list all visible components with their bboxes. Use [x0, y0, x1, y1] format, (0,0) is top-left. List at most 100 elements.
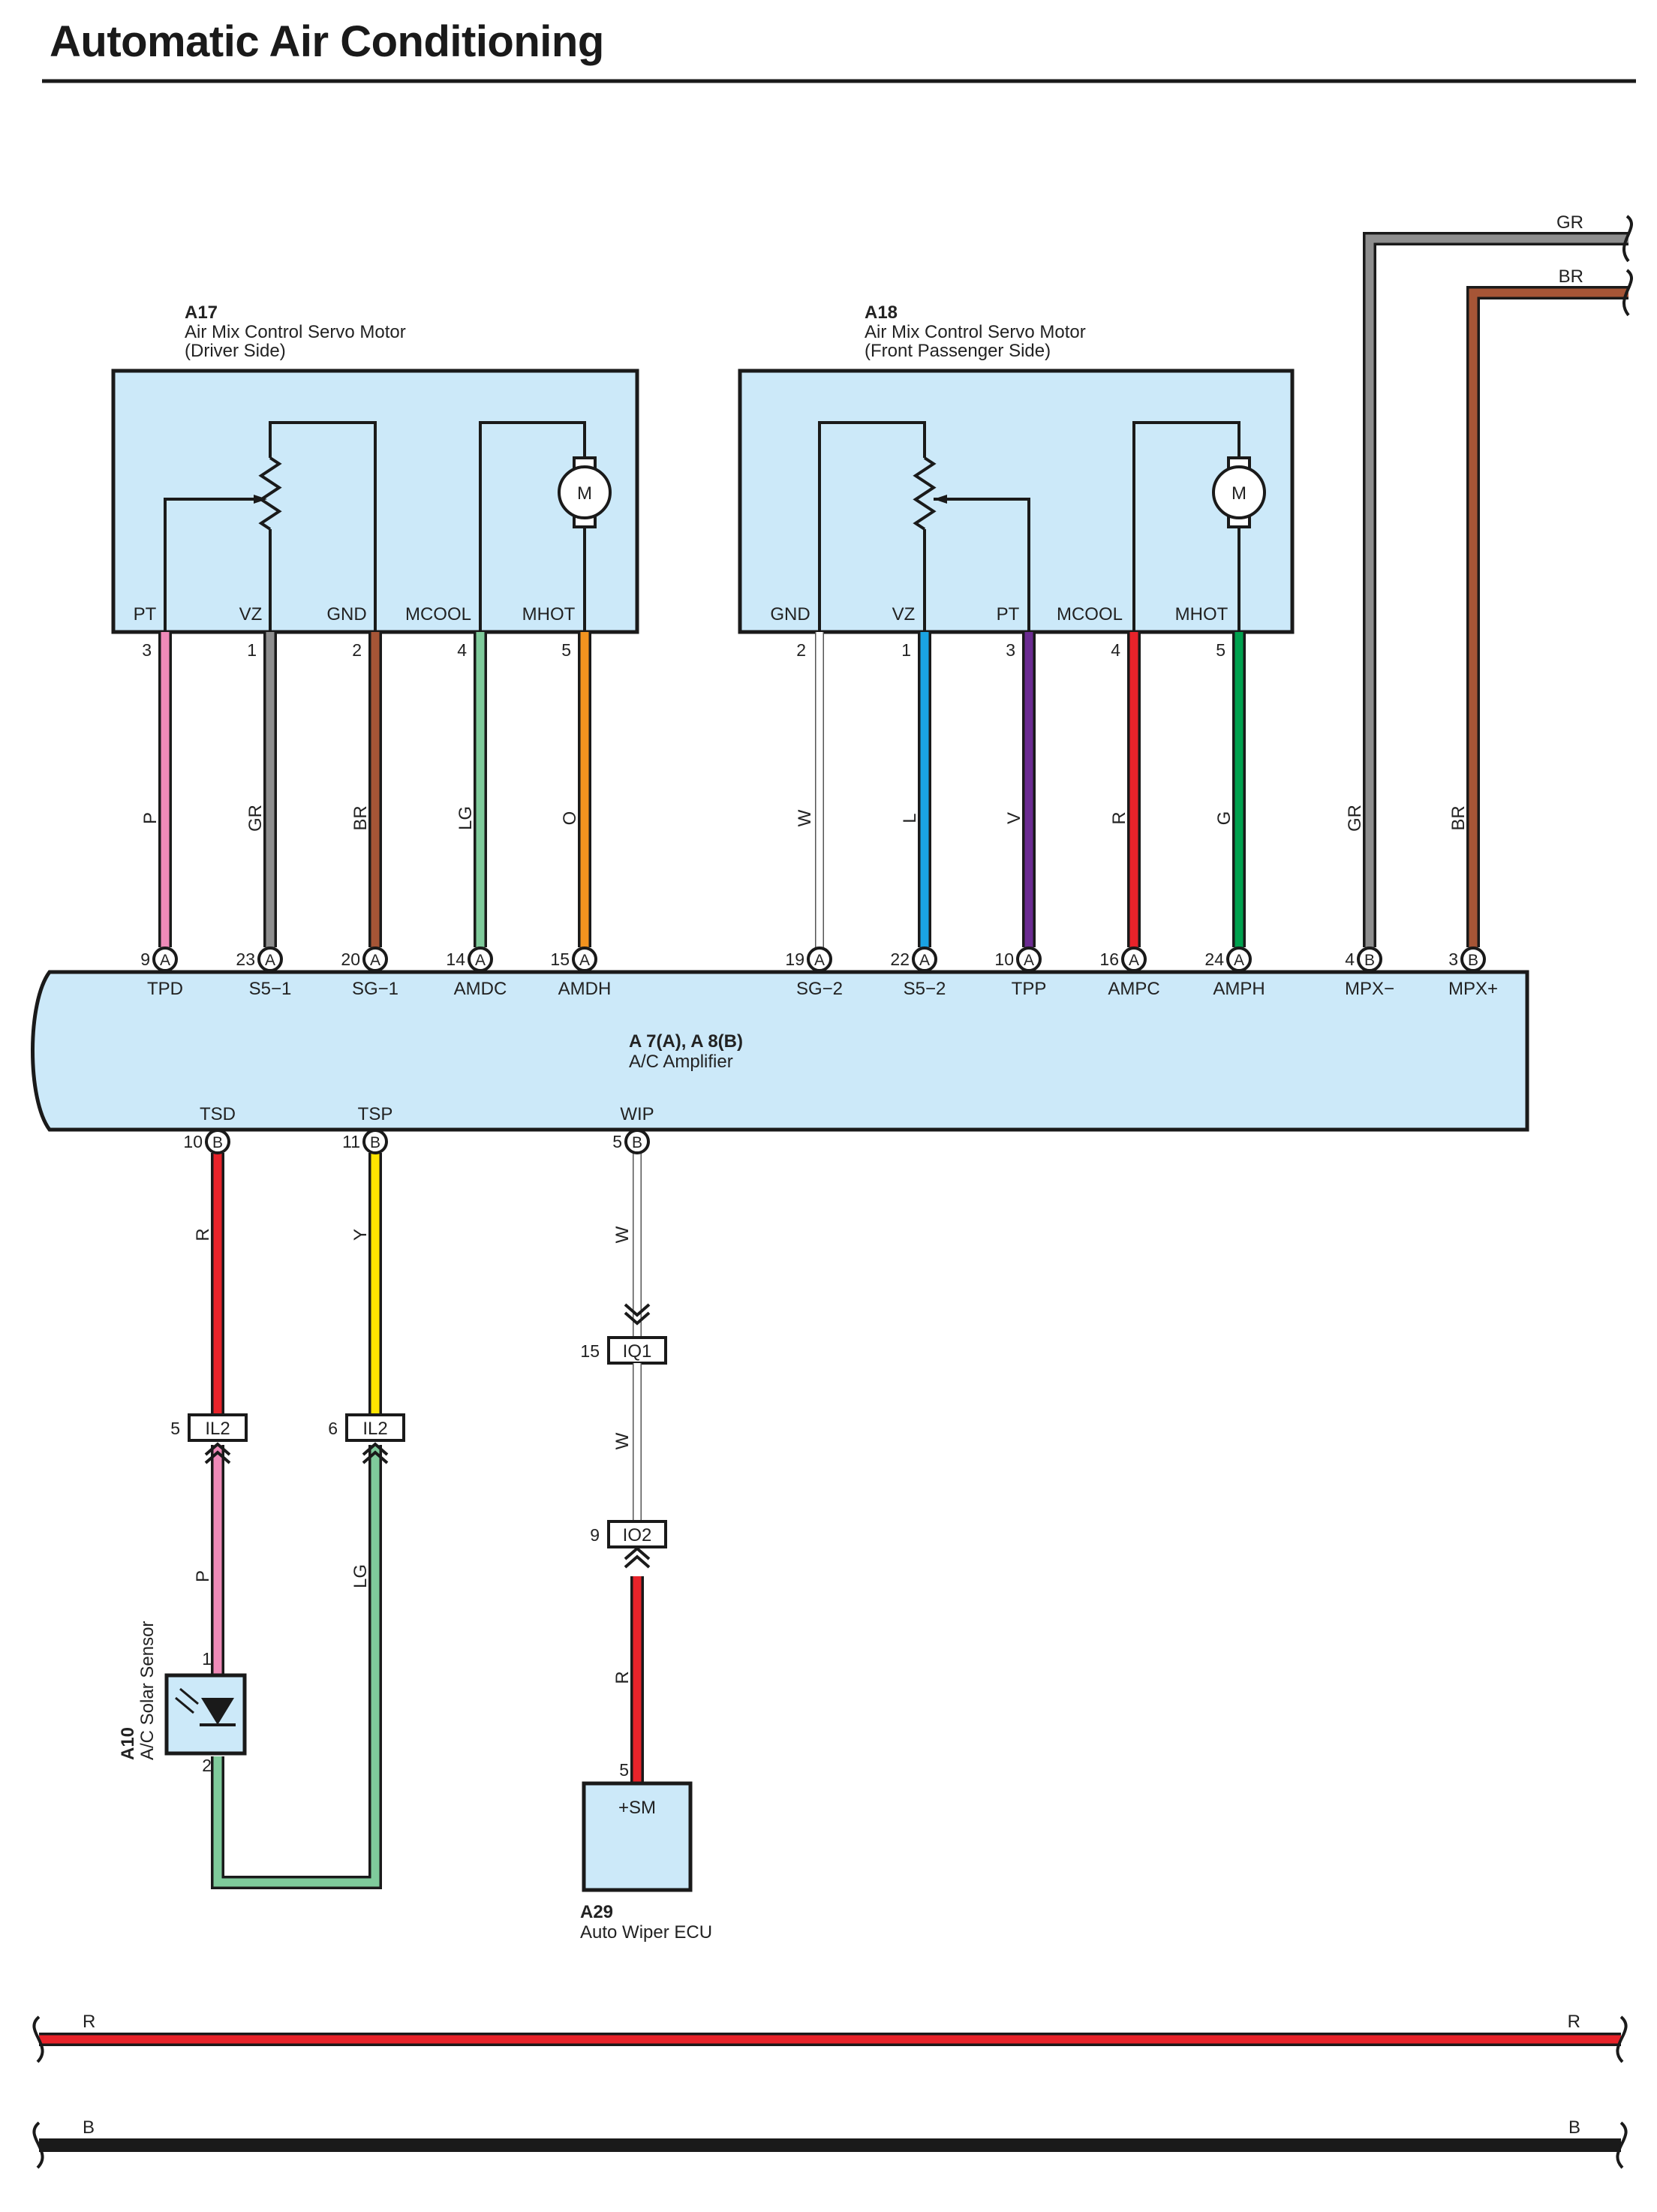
- amp-bottom-term-2: WIP: [620, 1104, 654, 1124]
- amp-term-3: AMDC: [454, 979, 507, 999]
- amp-top-conn-9-letter: A: [1234, 952, 1244, 969]
- a18-term-4: MHOT: [1175, 604, 1228, 624]
- a18-potentiometer: [913, 456, 937, 531]
- junction-il2-6-pin: 6: [328, 1419, 338, 1438]
- amp-bottom-conn-0-letter: B: [212, 1134, 223, 1151]
- break-mark-mpx-1: [1622, 269, 1633, 317]
- a17-pin-3: 4: [457, 640, 467, 660]
- wire-mpx-minus: [1365, 234, 1628, 947]
- a29-id: A29: [580, 1902, 613, 1922]
- wire-code-top-11: BR: [1448, 805, 1469, 830]
- junction-io2-pin: 9: [590, 1525, 600, 1545]
- wire-code-top-1: GR: [245, 805, 266, 832]
- amp-bottom-term-1: TSP: [358, 1104, 393, 1124]
- a17-potentiometer: [258, 456, 282, 531]
- a18-pin-0: 2: [796, 640, 806, 660]
- wire-code-tsd-lower: P: [193, 1570, 213, 1582]
- wire-code-wip-upper: W: [612, 1226, 633, 1243]
- mpx-feed-label-0: GR: [1556, 212, 1583, 233]
- a18-pin-4: 5: [1216, 640, 1225, 660]
- wire-code-tsd-upper: R: [193, 1228, 213, 1241]
- wire-code-top-0: P: [140, 812, 161, 824]
- amp-top-conn-11-letter: B: [1468, 952, 1478, 969]
- amp-term-2: SG−1: [352, 979, 398, 999]
- wire-tsp-lower: [213, 1445, 380, 1887]
- a18-term-0: GND: [770, 604, 810, 624]
- amp-top-pin-0: 9: [140, 950, 150, 969]
- amp-top-pin-9: 24: [1204, 950, 1224, 969]
- a29-name: Auto Wiper ECU: [580, 1922, 712, 1943]
- amp-bottom-conn-1: [362, 1129, 388, 1154]
- amp-term-5: SG−2: [796, 979, 843, 999]
- junction-io2-label: IO2: [623, 1525, 652, 1545]
- a17-motor-icon-label: M: [577, 483, 592, 504]
- amp-top-conn-5: [807, 946, 832, 972]
- amp-term-11: MPX+: [1448, 979, 1498, 999]
- a10-name: A/C Solar Sensor: [137, 1621, 158, 1760]
- a10-pin-bottom: 2: [202, 1756, 212, 1775]
- amp-top-conn-4: [572, 946, 597, 972]
- chevron-il2-6-a: [362, 1450, 389, 1464]
- amp-top-pin-3: 14: [446, 950, 465, 969]
- amp-top-conn-7-letter: A: [1024, 952, 1034, 969]
- amp-term-7: TPP: [1012, 979, 1047, 999]
- a18-pin-2: 3: [1006, 640, 1015, 660]
- wire-code-top-4: O: [560, 811, 580, 826]
- wire-code-top-3: LG: [456, 806, 476, 830]
- amplifier-name: A/C Amplifier: [629, 1052, 733, 1072]
- amp-term-8: AMPC: [1108, 979, 1159, 999]
- a17-id: A17: [185, 302, 218, 323]
- a17-note: (Driver Side): [185, 341, 286, 361]
- wire-code-tsp-lower: LG: [350, 1564, 371, 1588]
- wire-tsp-lower-edge: [211, 1445, 382, 1889]
- a18-name: Air Mix Control Servo Motor: [865, 322, 1086, 342]
- junction-il2-5-label: IL2: [205, 1419, 230, 1439]
- a18-mcool-trace: [1132, 421, 1240, 632]
- amp-term-0: TPD: [147, 979, 183, 999]
- amp-top-conn-3-letter: A: [475, 952, 486, 969]
- amp-bottom-term-0: TSD: [200, 1104, 236, 1124]
- amp-term-10: MPX−: [1345, 979, 1394, 999]
- junction-il2-5-pin: 5: [170, 1419, 180, 1438]
- amp-top-conn-5-letter: A: [814, 952, 825, 969]
- junction-il2-6-label: IL2: [362, 1419, 387, 1439]
- rail-label-left-0: R: [83, 2012, 95, 2032]
- a17-motor-icon: [558, 465, 612, 519]
- a29-pin: 5: [619, 1760, 629, 1780]
- a17-mcool-trace: [479, 421, 586, 632]
- amp-top-pin-2: 20: [341, 950, 360, 969]
- wire-code-tsp-upper: Y: [350, 1229, 371, 1241]
- a18-id: A18: [865, 302, 898, 323]
- a10-id: A10: [118, 1727, 138, 1760]
- a17-pin-0: 3: [142, 640, 152, 660]
- a18-pt-trace: [934, 498, 1030, 632]
- a17-term-2: GND: [326, 604, 366, 624]
- break-mark-left-1: [32, 2121, 44, 2169]
- wire-mpx-plus-edge: [1466, 286, 1628, 947]
- a10-solar-sensor: [164, 1673, 247, 1756]
- break-mark-right-0: [1616, 2015, 1628, 2063]
- break-mark-right-1: [1616, 2121, 1628, 2169]
- a17-pin-1: 1: [247, 640, 257, 660]
- amp-term-6: S5−2: [904, 979, 946, 999]
- wire-code-top-7: V: [1004, 812, 1024, 824]
- junction-il2-6: [345, 1413, 405, 1442]
- rail-label-right-0: R: [1568, 2012, 1580, 2032]
- a29-auto-wiper-ecu: [582, 1781, 693, 1892]
- chevron-il2-6-b: [362, 1442, 389, 1456]
- a18-module: [738, 369, 1295, 634]
- a18-pin-3: 4: [1111, 640, 1120, 660]
- wire-mpx-minus-edge: [1363, 232, 1628, 947]
- amp-term-4: AMDH: [558, 979, 612, 999]
- a18-wiper-arrow: [934, 495, 947, 504]
- a18-motor-icon-label: M: [1231, 483, 1247, 504]
- amp-top-pin-4: 15: [550, 950, 570, 969]
- junction-iq1-label: IQ1: [623, 1341, 652, 1362]
- wire-code-top-9: G: [1214, 811, 1234, 826]
- amp-top-pin-5: 19: [785, 950, 804, 969]
- wire-code-top-8: R: [1109, 811, 1129, 824]
- amp-top-conn-6: [912, 946, 937, 972]
- chevron-io2-a: [624, 1554, 651, 1569]
- amp-top-pin-11: 3: [1448, 950, 1458, 969]
- a17-gnd-trace: [269, 421, 377, 632]
